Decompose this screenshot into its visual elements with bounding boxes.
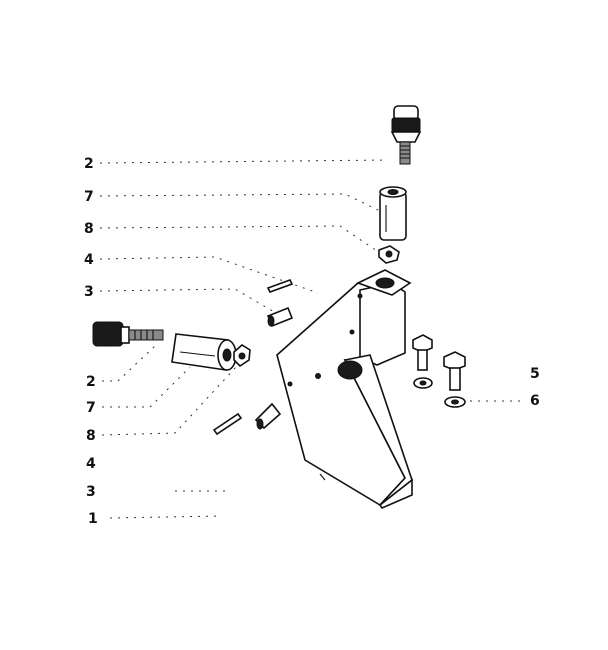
callout-2-top: 2 — [84, 156, 94, 172]
callout-4-top: 4 — [84, 252, 94, 268]
left-nut — [233, 344, 251, 368]
washer-right — [444, 396, 466, 408]
callout-labels: 2 7 8 4 3 2 7 8 4 3 1 5 6 — [84, 156, 540, 527]
pin-lower — [212, 412, 243, 436]
callout-2-left: 2 — [86, 374, 96, 390]
set-screw-lower — [254, 402, 282, 430]
bolt-right — [443, 351, 466, 391]
callout-3-top: 3 — [84, 284, 94, 300]
pin-upper — [266, 279, 294, 293]
callout-3-left: 3 — [86, 484, 96, 500]
top-knob-screw — [390, 105, 422, 165]
left-knob-screw — [92, 321, 164, 347]
leader-lines — [99, 159, 525, 519]
top-nut — [378, 245, 400, 264]
left-sleeve — [171, 333, 237, 371]
set-screw-upper — [266, 306, 294, 328]
main-bracket — [276, 269, 413, 509]
bolt-left — [412, 334, 433, 371]
washer-left — [413, 377, 433, 389]
callout-6: 6 — [530, 393, 540, 409]
callout-4-left: 4 — [86, 456, 96, 472]
callout-1: 1 — [88, 511, 98, 527]
callout-7-left: 7 — [86, 400, 96, 416]
callout-8-left: 8 — [86, 428, 96, 444]
callout-8-top: 8 — [84, 221, 94, 237]
callout-5: 5 — [530, 366, 540, 382]
callout-7-top: 7 — [84, 189, 94, 205]
top-sleeve — [379, 186, 407, 241]
